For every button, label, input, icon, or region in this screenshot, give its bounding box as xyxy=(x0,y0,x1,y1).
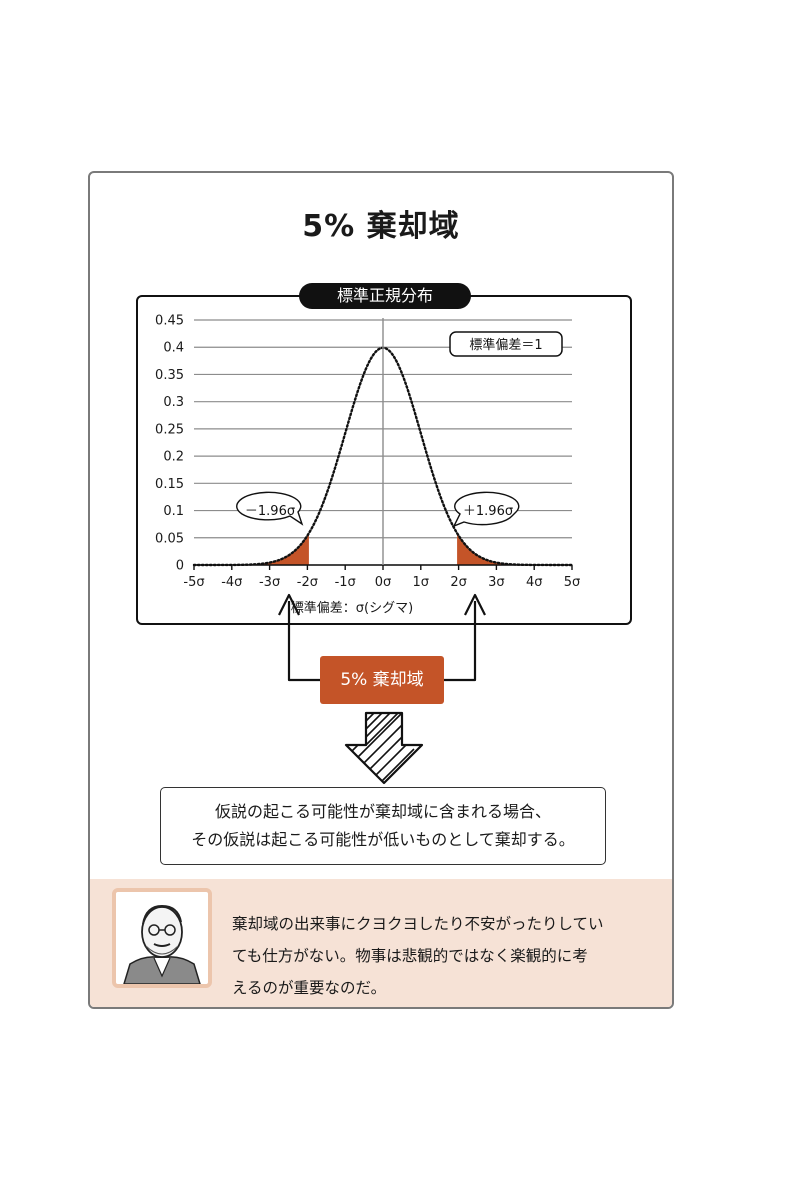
y-tick-label: 0 xyxy=(176,559,184,574)
x-tick-labels: -5σ -4σ -3σ -2σ -1σ 0σ 1σ 2σ 3σ 4σ 5σ xyxy=(183,565,580,590)
y-tick-label: 0.25 xyxy=(155,422,184,437)
x-axis-label: 標準偏差：σ(シグマ) xyxy=(291,600,413,616)
chart-title: 標準正規分布 xyxy=(299,283,471,309)
x-tick-label: 3σ xyxy=(488,575,505,590)
y-tick-label: 0.1 xyxy=(163,504,184,519)
conclusion-line-1: 仮説の起こる可能性が棄却域に含まれる場合、 xyxy=(214,802,551,821)
callout-left: －1.96σ xyxy=(236,491,304,526)
x-tick-label: -2σ xyxy=(297,575,318,590)
commentary-text: 棄却域の出来事にクヨクヨしたり不安がったりしてい ても仕方がない。物事は悲観的で… xyxy=(232,908,662,1004)
x-tick-label: -1σ xyxy=(335,575,356,590)
comment-line-3: えるのが重要なのだ。 xyxy=(232,979,387,997)
y-tick-label: 0.2 xyxy=(163,450,184,465)
flow-arrows xyxy=(278,593,486,785)
portrait-illustration xyxy=(112,888,212,988)
left-rejection-region xyxy=(194,533,309,565)
rejection-region-shading xyxy=(194,533,572,565)
x-tick-label: 2σ xyxy=(450,575,467,590)
right-bracket-arrow xyxy=(444,601,477,682)
person-icon xyxy=(123,904,201,984)
x-tick-label: -5σ xyxy=(183,575,204,590)
x-tick-label: 1σ xyxy=(413,575,430,590)
normal-distribution-chart: 0 0.05 0.1 0.15 0.2 0.25 0.3 0.35 0.4 0.45 -5σ -4σ… xyxy=(155,314,580,617)
y-tick-labels: 0 0.05 0.1 0.15 0.2 0.25 0.3 0.35 0.4 0.45 xyxy=(155,314,184,574)
callout-left-label: －1.96σ xyxy=(245,504,295,519)
right-rejection-region xyxy=(457,533,572,565)
comment-line-2: ても仕方がない。物事は悲観的ではなく楽観的に考 xyxy=(232,947,588,965)
x-tick-label: 4σ xyxy=(526,575,543,590)
x-tick-label: 5σ xyxy=(564,575,581,590)
x-tick-label: -3σ xyxy=(259,575,280,590)
sd-label: 標準偏差＝1 xyxy=(469,337,542,353)
down-arrow-icon xyxy=(344,711,424,785)
conclusion-line-2: その仮説は起こる可能性が低いものとして棄却する。 xyxy=(191,830,575,849)
conclusion-box: 仮説の起こる可能性が棄却域に含まれる場合、 その仮説は起こる可能性が低いものとし… xyxy=(160,787,606,865)
callout-right-label: ＋1.96σ xyxy=(463,504,513,519)
figure-title: 5% 棄却域 xyxy=(302,209,460,244)
x-tick-label: 0σ xyxy=(375,575,392,590)
left-bracket-arrow xyxy=(287,601,320,682)
sd-label-box: 標準偏差＝1 xyxy=(449,331,563,357)
x-tick-label: -4σ xyxy=(221,575,242,590)
figure-card: 5% 棄却域 0 0.05 0.1 0.15 0.2 0.25 0.3 0.35 0.4 0.45… xyxy=(88,171,674,1009)
y-tick-label: 0.05 xyxy=(155,531,184,546)
y-tick-label: 0.3 xyxy=(163,395,184,410)
y-tick-label: 0.15 xyxy=(155,477,184,492)
comment-line-1: 棄却域の出来事にクヨクヨしたり不安がったりしてい xyxy=(232,915,604,933)
callout-right: ＋1.96σ xyxy=(452,491,520,528)
rejection-region-label: 5% 棄却域 xyxy=(320,656,444,704)
y-tick-label: 0.45 xyxy=(155,314,184,329)
y-tick-label: 0.4 xyxy=(163,341,184,356)
y-tick-label: 0.35 xyxy=(155,368,184,383)
